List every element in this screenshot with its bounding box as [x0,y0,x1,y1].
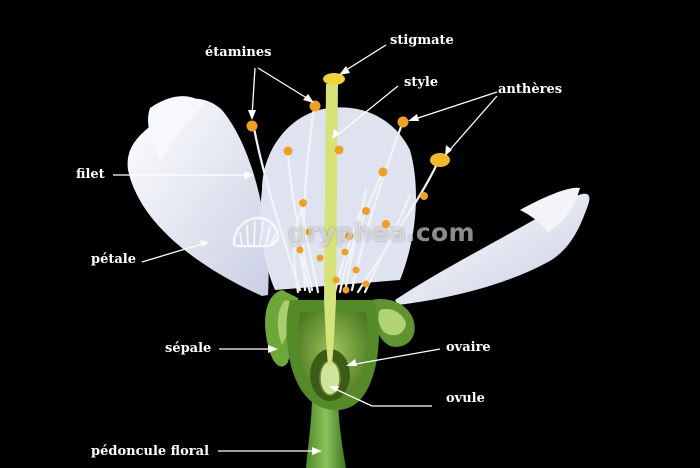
label-ovule: ovule [446,391,485,406]
label-sepale: sépale [165,341,212,356]
label-petale: pétale [91,252,136,267]
style-column [324,84,338,365]
anthers [246,100,450,294]
petal-left-fold [148,96,205,160]
label-style: style [404,75,439,90]
shell-logo-icon [232,216,280,248]
sepal-right-inner [378,308,406,336]
petals [127,96,590,305]
label-stigmate: stigmate [390,33,454,48]
label-pedoncule: pédoncule floral [91,444,210,459]
label-ovaire: ovaire [446,340,491,355]
petal-right-fold [520,187,580,232]
label-etamines: étamines [205,45,272,60]
petal-back [260,107,416,290]
label-antheres: anthères [498,82,563,97]
leader-lines [113,44,498,452]
watermark-text: gryphea.com [288,217,475,247]
leader-arrowheads [200,66,452,455]
label-filet: filet [76,167,105,182]
watermark: gryphea.com [230,214,475,250]
stigma-shape [323,73,345,85]
